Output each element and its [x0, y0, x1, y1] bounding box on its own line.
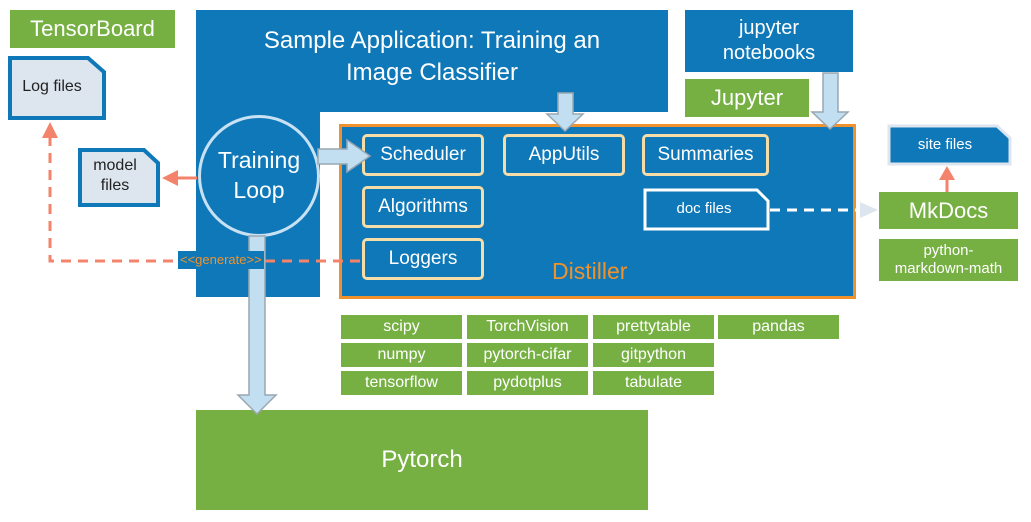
doc-files-document	[643, 188, 770, 231]
model-files-label: model files	[93, 157, 137, 194]
distiller-label: Distiller	[552, 258, 628, 284]
library-scipy: scipy	[341, 315, 462, 339]
library-numpy: numpy	[341, 343, 462, 367]
jupyter-notebooks-box: jupyter notebooks	[685, 10, 853, 72]
pytorch-label: Pytorch	[381, 446, 463, 473]
distiller-box	[339, 124, 856, 299]
tensorboard-label: TensorBoard	[30, 16, 155, 41]
site-files-document	[887, 124, 1012, 166]
library-gitpython: gitpython	[593, 343, 714, 367]
pytorch-box: Pytorch	[196, 410, 648, 510]
site-files-arrowhead	[939, 166, 955, 180]
python-markdown-math-box: python- markdown-math	[879, 239, 1018, 281]
log-files-document	[8, 56, 106, 120]
log-files-label: Log files	[22, 78, 82, 95]
library-torchvision: TorchVision	[467, 315, 588, 339]
pytorch-block-arrow	[236, 235, 278, 416]
apputils-component: AppUtils	[503, 134, 625, 176]
mkdocs-box: MkDocs	[879, 192, 1018, 229]
scheduler-block-arrow	[317, 138, 372, 174]
doc-files-label: doc files	[676, 200, 732, 217]
mkdocs-label: MkDocs	[908, 197, 989, 223]
site-files-label: site files	[917, 136, 973, 153]
python-markdown-math-label: python- markdown-math	[894, 242, 1003, 277]
library-tabulate: tabulate	[593, 371, 714, 395]
model-files-document	[78, 148, 160, 207]
model-files-arrowhead	[162, 170, 178, 186]
tensorboard-box: TensorBoard	[10, 10, 175, 48]
sample-application-box	[196, 10, 668, 112]
library-pydotplus: pydotplus	[467, 371, 588, 395]
summaries-component: Summaries	[642, 134, 769, 176]
library-prettytable: prettytable	[593, 315, 714, 339]
generate-label: <<generate>>	[178, 251, 264, 269]
jupyter-box: Jupyter	[685, 79, 809, 117]
log-files-arrowhead	[42, 122, 58, 138]
library-pytorch-cifar: pytorch-cifar	[467, 343, 588, 367]
loggers-component: Loggers	[362, 238, 484, 280]
library-tensorflow: tensorflow	[341, 371, 462, 395]
training-loop-label: Training Loop	[217, 147, 301, 203]
sample-application-title: Sample Application: Training an Image Cl…	[263, 26, 601, 86]
library-pandas: pandas	[718, 315, 839, 339]
mkdocs-arrowhead	[860, 202, 878, 218]
apputils-block-arrow	[545, 92, 585, 133]
distiller-block-arrow	[810, 72, 850, 131]
algorithms-component: Algorithms	[362, 186, 484, 228]
jupyter-label: Jupyter	[710, 85, 784, 110]
jupyter-notebooks-label: jupyter notebooks	[722, 17, 816, 64]
